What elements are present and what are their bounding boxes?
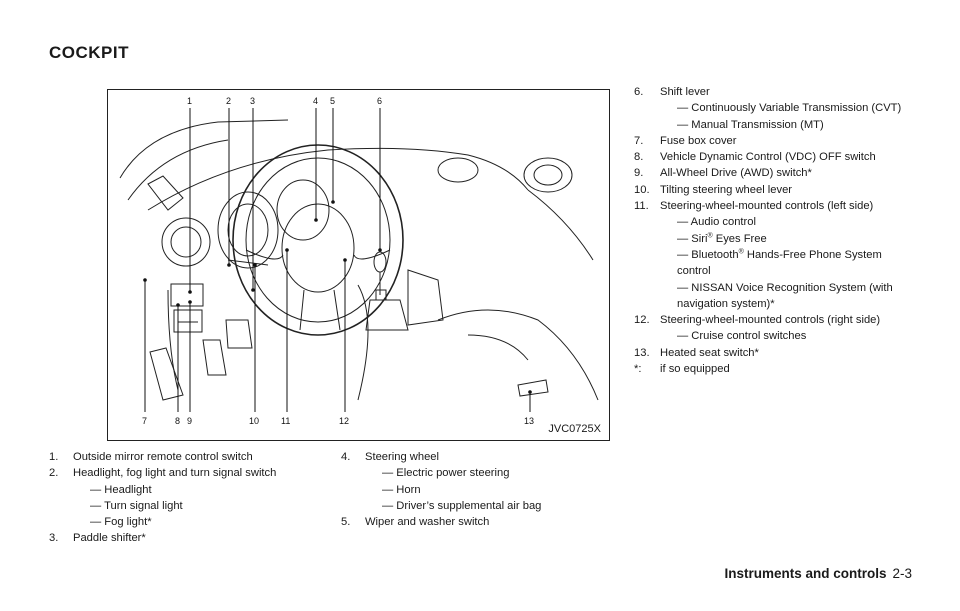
callout-9: 9: [187, 416, 192, 426]
callout-5: 5: [330, 96, 335, 106]
list-item: 9.All-Wheel Drive (AWD) switch*: [634, 167, 812, 180]
callout-6: 6: [377, 96, 382, 106]
callout-13: 13: [524, 416, 534, 426]
footer-section: Instruments and controls: [724, 566, 887, 581]
page-heading: COCKPIT: [49, 43, 129, 62]
list-item: 8.Vehicle Dynamic Control (VDC) OFF swit…: [634, 151, 876, 164]
page-footer: Instruments and controls 2-3: [724, 566, 912, 581]
list-item: 1.Outside mirror remote control switch: [49, 451, 253, 463]
list-item: 10.Tilting steering wheel lever: [634, 183, 793, 196]
callout-2: 2: [226, 96, 231, 106]
list-item: 2.Headlight, fog light and turn signal s…: [49, 467, 277, 529]
callout-8: 8: [175, 416, 180, 426]
list-item: 11.Steering-wheel-mounted controls (left…: [634, 198, 912, 312]
callout-12: 12: [339, 416, 349, 426]
list-item: 3.Paddle shifter*: [49, 532, 146, 545]
callout-1: 1: [187, 96, 192, 106]
page-number: 2-3: [892, 566, 912, 581]
siri-line: — Siri® Eyes Free: [677, 231, 767, 245]
bluetooth-line: — Bluetooth® Hands-Free Phone System con…: [677, 248, 882, 278]
callout-3: 3: [250, 96, 255, 106]
legend-column-b: 4.Steering wheel — Electric power steeri…: [341, 449, 591, 530]
legend-column-a: 1.Outside mirror remote control switch 2…: [49, 449, 319, 547]
list-item: 12.Steering-wheel-mounted controls (righ…: [634, 314, 881, 343]
list-item: 4.Steering wheel — Electric power steeri…: [341, 451, 542, 512]
list-item: *:if so equipped: [634, 363, 730, 376]
figure-code: JVC0725X: [548, 423, 601, 435]
callout-10: 10: [249, 416, 259, 426]
list-item: 13.Heated seat switch*: [634, 346, 759, 359]
list-item: 7.Fuse box cover: [634, 134, 737, 147]
cockpit-drawing: 1 2 3 4 5 6 7 8 9 10 11 12 13: [119, 96, 599, 426]
callout-11: 11: [281, 416, 290, 426]
callout-7: 7: [142, 416, 147, 426]
list-item: 5.Wiper and washer switch: [341, 516, 490, 529]
legend-column-c: 6.Shift lever — Continuously Variable Tr…: [634, 84, 912, 377]
list-item: 6.Shift lever — Continuously Variable Tr…: [634, 86, 902, 131]
callout-4: 4: [313, 96, 318, 106]
cockpit-illustration: 1 2 3 4 5 6 7 8 9 10 11 12 13 JVC0725X: [107, 89, 610, 441]
